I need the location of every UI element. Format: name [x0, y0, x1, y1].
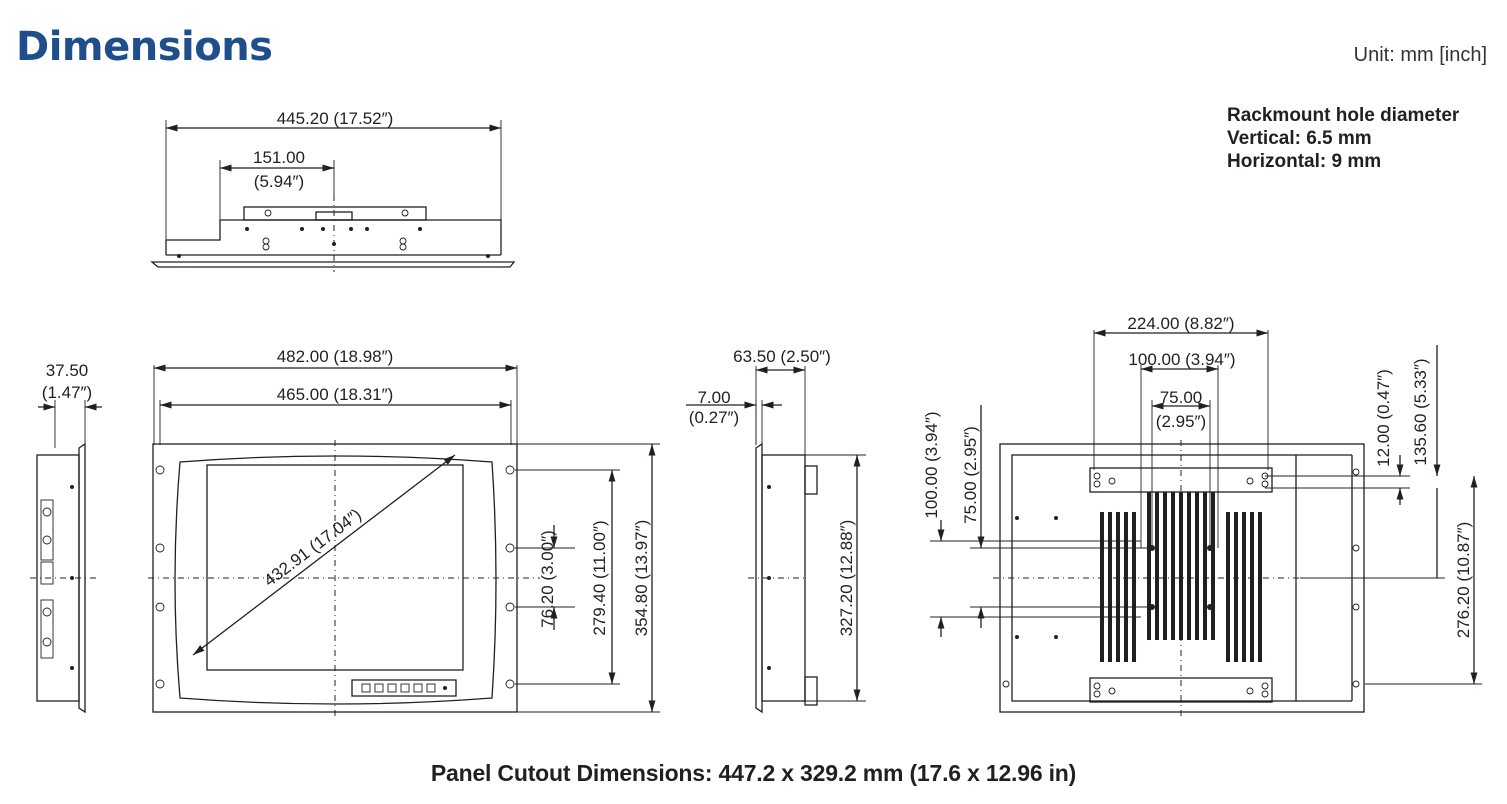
- right-chassis: [761, 454, 806, 702]
- vent-slot: [1258, 512, 1262, 662]
- rackmount-heading: Rackmount hole diameter: [1227, 105, 1460, 126]
- vent-slot: [1171, 492, 1175, 640]
- dim-diagonal: 432.91 (17.04″): [260, 505, 365, 590]
- unit-label: Unit: mm [inch]: [1353, 44, 1487, 66]
- dim-front-outer: 482.00 (18.98″): [277, 347, 394, 366]
- dim-rear-224: 224.00 (8.82″): [1127, 314, 1234, 333]
- dim-top-offset-mm: 151.00: [253, 148, 305, 167]
- vent-slot: [1234, 512, 1238, 662]
- front-view: 482.00 (18.98″) 465.00 (18.31″) 432.91 (…: [148, 347, 660, 718]
- vent-slot: [1124, 512, 1128, 662]
- dim-right-depth: 63.50 (2.50″): [733, 347, 831, 366]
- osd-button-panel: [351, 679, 457, 697]
- dim-rear-v100: 100.00 (3.94″): [922, 411, 941, 518]
- rear-view: 224.00 (8.82″) 100.00 (3.94″) 75.00 (2.9…: [922, 314, 1482, 718]
- vent-slot: [1226, 512, 1230, 662]
- dim-rear-12: 12.00 (0.47″): [1374, 369, 1393, 467]
- dim-front-inner: 465.00 (18.31″): [277, 385, 394, 404]
- top-view-body: [166, 219, 502, 255]
- vent-slot: [1187, 492, 1191, 640]
- dim-rear-v75: 75.00 (2.95″): [961, 426, 980, 524]
- right-bezel: [755, 442, 763, 714]
- left-side-view: 37.50 (1.47″): [30, 361, 102, 714]
- dim-front-height: 354.80 (13.97″): [632, 520, 651, 637]
- side-bezel: [78, 442, 86, 714]
- dim-right-height: 327.20 (12.88″): [837, 520, 856, 637]
- dim-hole-spacing: 76.20 (3.00″): [538, 530, 557, 628]
- dim-rear-135: 135.60 (5.33″): [1411, 358, 1430, 465]
- page-title: Dimensions: [16, 24, 273, 70]
- vent-slot: [1108, 512, 1112, 662]
- dim-rear-75-mm: 75.00: [1160, 388, 1203, 407]
- vent-slot: [1155, 492, 1159, 640]
- dim-rear-75-in: (2.95″): [1156, 412, 1206, 431]
- dim-rear-276: 276.20 (10.87″): [1454, 522, 1473, 639]
- vent-slot: [1163, 492, 1167, 640]
- rear-bracket-bottom: [1089, 677, 1273, 703]
- vent-slot: [1147, 492, 1151, 640]
- vent-slot: [1116, 512, 1120, 662]
- panel-cutout-caption: Panel Cutout Dimensions: 447.2 x 329.2 m…: [430, 760, 1077, 786]
- vent-slot: [1211, 492, 1215, 640]
- dim-hole-span: 279.40 (11.00″): [590, 520, 609, 635]
- vent-slot: [1242, 512, 1246, 662]
- dim-side-depth-mm: 37.50: [46, 361, 89, 380]
- rear-vents: [1100, 492, 1262, 662]
- rackmount-horizontal: Horizontal: 9 mm: [1227, 151, 1382, 172]
- vent-slot: [1250, 512, 1254, 662]
- top-view-bezel: [150, 261, 516, 268]
- rackmount-note: Rackmount hole diameter Vertical: 6.5 mm…: [1227, 104, 1459, 173]
- dim-line-diagonal: [192, 454, 456, 656]
- vent-slot: [1132, 512, 1136, 662]
- rackmount-vertical: Vertical: 6.5 mm: [1227, 128, 1372, 149]
- dim-bezel-mm: 7.00: [697, 388, 730, 407]
- vent-slot: [1203, 492, 1207, 640]
- vent-slot: [1195, 492, 1199, 640]
- dim-bezel-in: (0.27″): [689, 408, 739, 427]
- dim-top-offset-in: (5.94″): [254, 172, 304, 191]
- dim-top-width: 445.20 (17.52″): [277, 109, 394, 128]
- top-view: 445.20 (17.52″) 151.00 (5.94″): [150, 109, 516, 272]
- vent-slot: [1100, 512, 1104, 662]
- dim-side-depth-in: (1.47″): [42, 383, 92, 402]
- right-side-view: 63.50 (2.50″) 7.00 (0.27″) 327.20 (12.88…: [686, 347, 866, 714]
- dim-rear-100: 100.00 (3.94″): [1128, 350, 1235, 369]
